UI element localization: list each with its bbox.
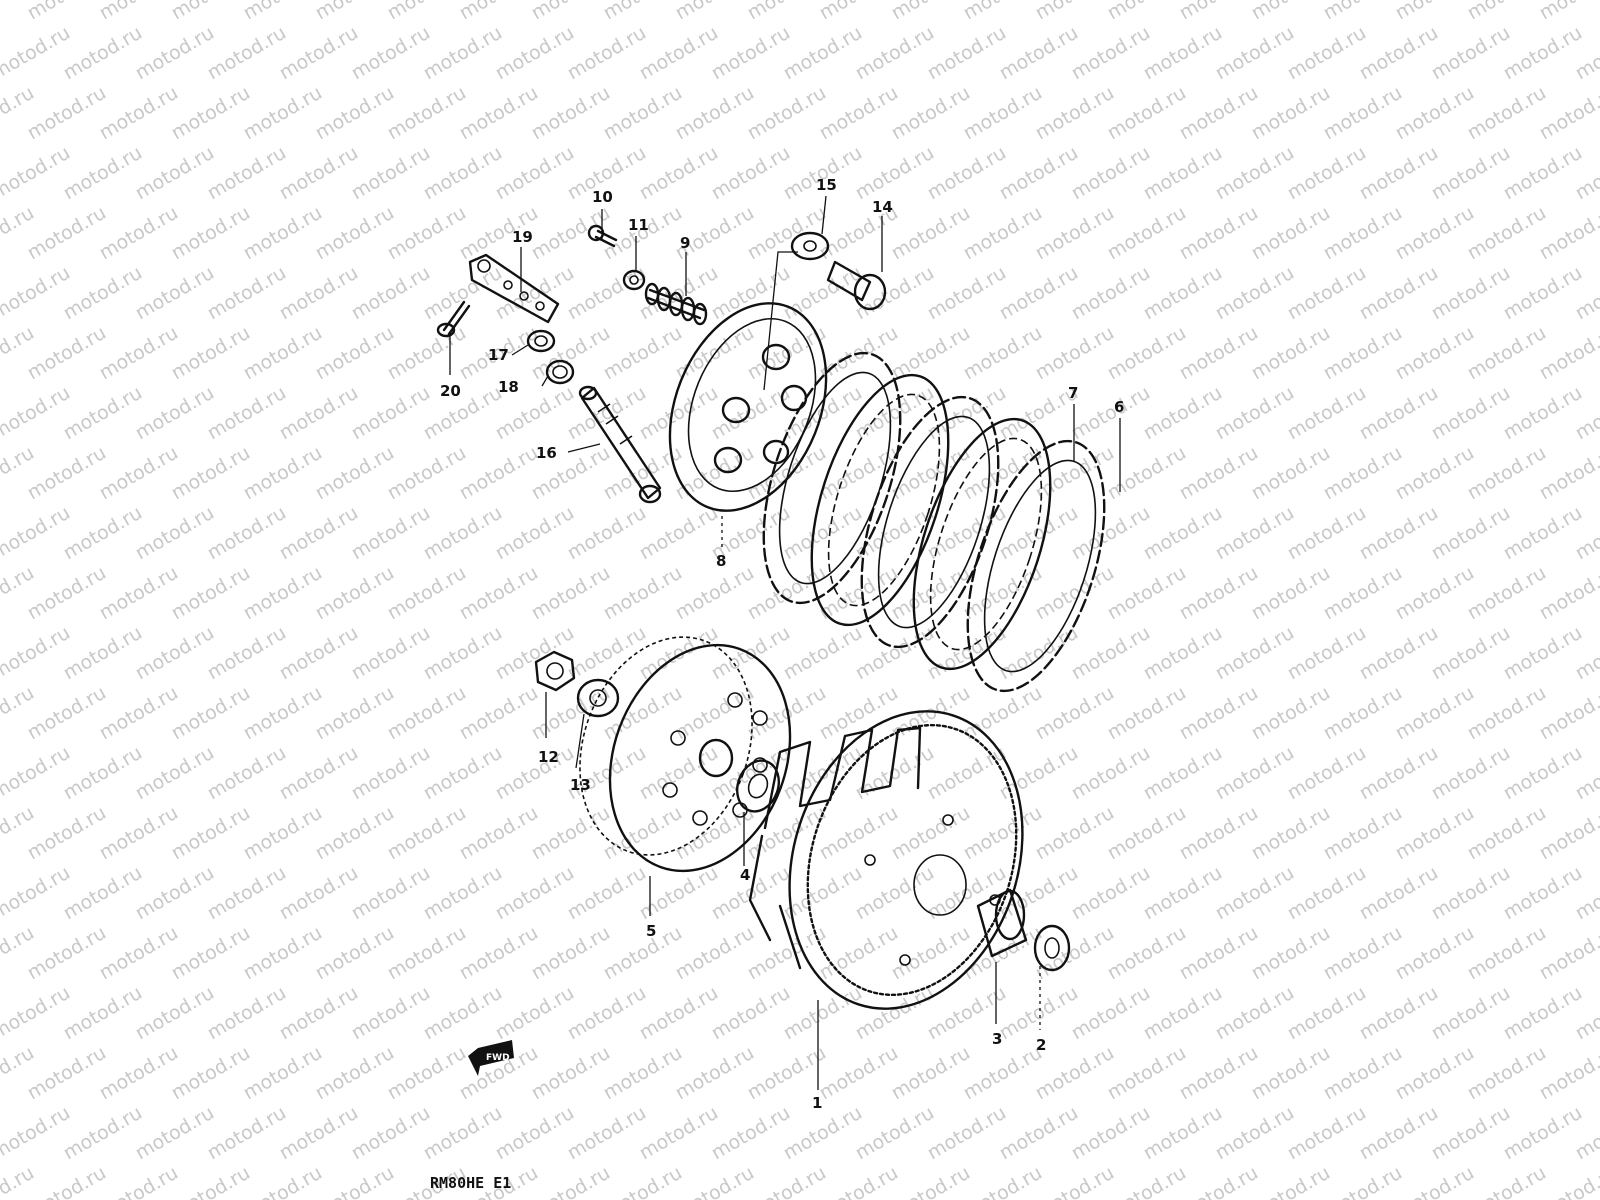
callout-1: 1	[812, 1094, 822, 1112]
callout-7: 7	[1068, 384, 1078, 402]
leader-lines	[449, 195, 1121, 1090]
o-ring	[545, 359, 575, 385]
clutch-housing	[748, 710, 1024, 1010]
direction-tag: FWD	[486, 1053, 510, 1063]
callout-9: 9	[680, 234, 690, 252]
callout-6: 6	[1114, 398, 1124, 416]
callout-11: 11	[628, 216, 649, 234]
callout-19: 19	[512, 228, 533, 246]
clutch-nut	[534, 650, 576, 692]
callout-15: 15	[816, 176, 837, 194]
thrust-washer	[790, 231, 830, 261]
callout-18: 18	[498, 378, 519, 396]
release-shaft	[578, 385, 662, 504]
callout-3: 3	[992, 1030, 1002, 1048]
oil-seal	[526, 329, 556, 353]
callout-5: 5	[646, 922, 656, 940]
spring-washer	[622, 269, 646, 291]
push-piece	[826, 260, 887, 311]
arm-bolt	[436, 300, 471, 338]
callout-labels: 1 2 3 4 5 6 7 8 9 10 11 12 13 14 15 16 1…	[440, 176, 1124, 1112]
callout-17: 17	[488, 346, 509, 364]
callout-12: 12	[538, 748, 559, 766]
callout-2: 2	[1036, 1036, 1046, 1054]
thrust-washer-rear	[1033, 924, 1071, 972]
lock-washer	[576, 678, 620, 718]
callout-20: 20	[440, 382, 461, 400]
drawing-code: RM80HE E1	[430, 1174, 511, 1192]
callout-4: 4	[740, 866, 750, 884]
clutch-spring	[644, 282, 708, 326]
callout-16: 16	[536, 444, 557, 462]
callout-10: 10	[592, 188, 613, 206]
forward-arrow-icon: FWD	[468, 1040, 514, 1076]
callout-8: 8	[716, 552, 726, 570]
callout-14: 14	[872, 198, 893, 216]
release-arm	[468, 253, 560, 324]
pressure-plate	[668, 302, 828, 512]
callout-13: 13	[570, 776, 591, 794]
